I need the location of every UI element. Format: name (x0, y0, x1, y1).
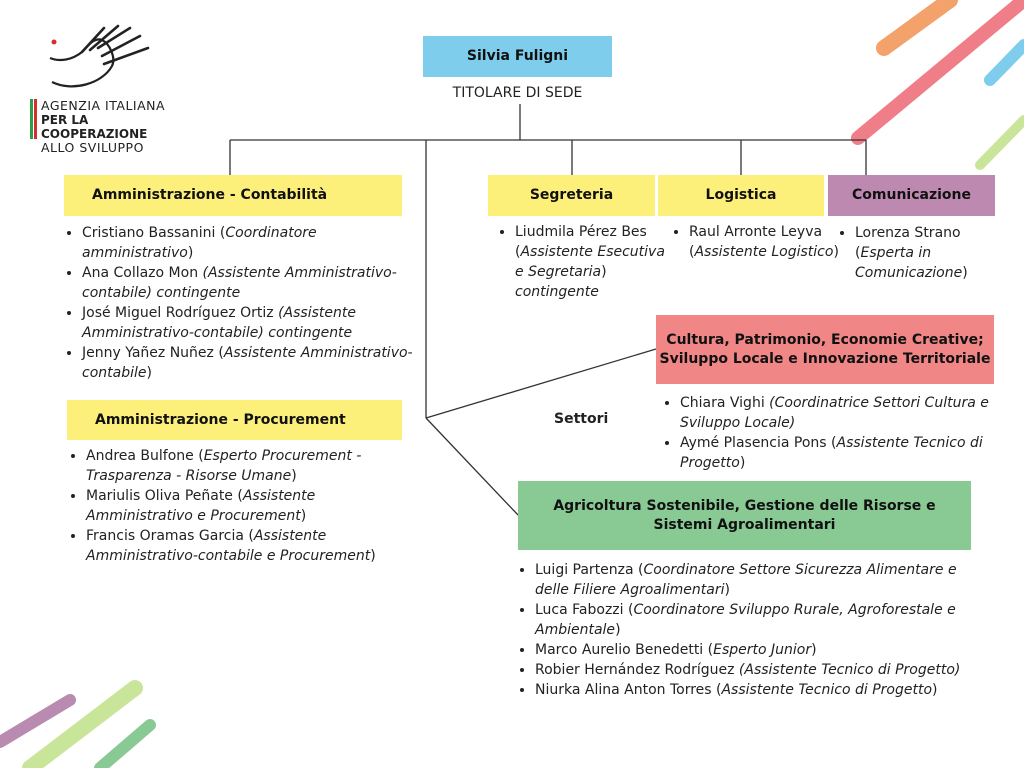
unit-label: Comunicazione (852, 187, 971, 203)
list-item: Niurka Alina Anton Torres (Assistente Te… (535, 680, 980, 700)
list-item: Ana Collazo Mon (Assistente Amministrati… (82, 263, 417, 303)
list-amministrazione-contabilita: Cristiano Bassanini (Coordinatore ammini… (62, 223, 417, 383)
logo-line-2: PER LA COOPERAZIONE (41, 113, 148, 141)
aics-logo: AGENZIA ITALIANA PER LA COOPERAZIONE ALL… (30, 22, 180, 155)
sector-agricoltura: Agricoltura Sostenibile, Gestione delle … (518, 481, 971, 550)
list-agricoltura: Luigi Partenza (Coordinatore Settore Sic… (515, 560, 980, 700)
logo-line-3: ALLO SVILUPPO (41, 140, 144, 155)
list-item: Francis Oramas Garcia (Assistente Ammini… (86, 526, 391, 566)
list-item: Andrea Bulfone (Esperto Procurement - Tr… (86, 446, 391, 486)
settori-label: Settori (554, 411, 609, 427)
list-item: Luca Fabozzi (Coordinatore Sviluppo Rura… (535, 600, 980, 640)
unit-label: Segreteria (529, 187, 614, 203)
head-name: Silvia Fuligni (466, 48, 569, 64)
unit-logistica: Logistica (658, 175, 824, 216)
logo-line-1: AGENZIA ITALIANA (41, 98, 166, 113)
list-item: Raul Arronte Leyva (Assistente Logistico… (689, 222, 849, 262)
head-title: TITOLARE DI SEDE (452, 85, 583, 101)
list-comunicazione: Lorenza Strano (Esperta in Comunicazione… (835, 223, 1015, 283)
sector-cultura: Cultura, Patrimonio, Economie Creative; … (656, 315, 994, 384)
unit-segreteria: Segreteria (488, 175, 655, 216)
list-item: Aymé Plasencia Pons (Assistente Tecnico … (680, 433, 1015, 473)
unit-label: Amministrazione - Procurement (95, 411, 346, 428)
unit-label: Amministrazione - Contabilità (92, 187, 328, 203)
sector-label-line-1: Agricoltura Sostenibile, Gestione delle … (553, 497, 936, 514)
sector-label-line-2: Sviluppo Locale e Innovazione Territoria… (659, 350, 991, 367)
list-item: José Miguel Rodríguez Ortiz (Assistente … (82, 303, 417, 343)
list-item: Chiara Vighi (Coordinatrice Settori Cult… (680, 393, 1015, 433)
list-segreteria: Liudmila Pérez Bes (Assistente Esecutiva… (495, 222, 675, 302)
list-logistica: Raul Arronte Leyva (Assistente Logistico… (669, 222, 849, 262)
head-box: Silvia Fuligni (423, 36, 612, 77)
list-item: Luigi Partenza (Coordinatore Settore Sic… (535, 560, 980, 600)
sector-label-line-1: Cultura, Patrimonio, Economie Creative; (666, 331, 984, 348)
unit-amministrazione-contabilita: Amministrazione - Contabilità (64, 175, 402, 216)
list-item: Marco Aurelio Benedetti (Esperto Junior) (535, 640, 980, 660)
list-cultura: Chiara Vighi (Coordinatrice Settori Cult… (660, 393, 1015, 473)
list-item: Lorenza Strano (Esperta in Comunicazione… (855, 223, 1015, 283)
list-item: Jenny Yañez Nuñez (Assistente Amministra… (82, 343, 417, 383)
unit-label: Logistica (705, 187, 777, 203)
list-item: Mariulis Oliva Peñate (Assistente Ammini… (86, 486, 391, 526)
list-item: Cristiano Bassanini (Coordinatore ammini… (82, 223, 417, 263)
list-item: Robier Hernández Rodríguez (Assistente T… (535, 660, 980, 680)
list-item: Liudmila Pérez Bes (Assistente Esecutiva… (515, 222, 675, 302)
list-amministrazione-procurement: Andrea Bulfone (Esperto Procurement - Tr… (66, 446, 391, 566)
dove-icon (49, 24, 150, 88)
unit-comunicazione: Comunicazione (828, 175, 995, 216)
sector-label-line-2: Sistemi Agroalimentari (653, 516, 836, 533)
unit-amministrazione-procurement: Amministrazione - Procurement (67, 400, 402, 440)
